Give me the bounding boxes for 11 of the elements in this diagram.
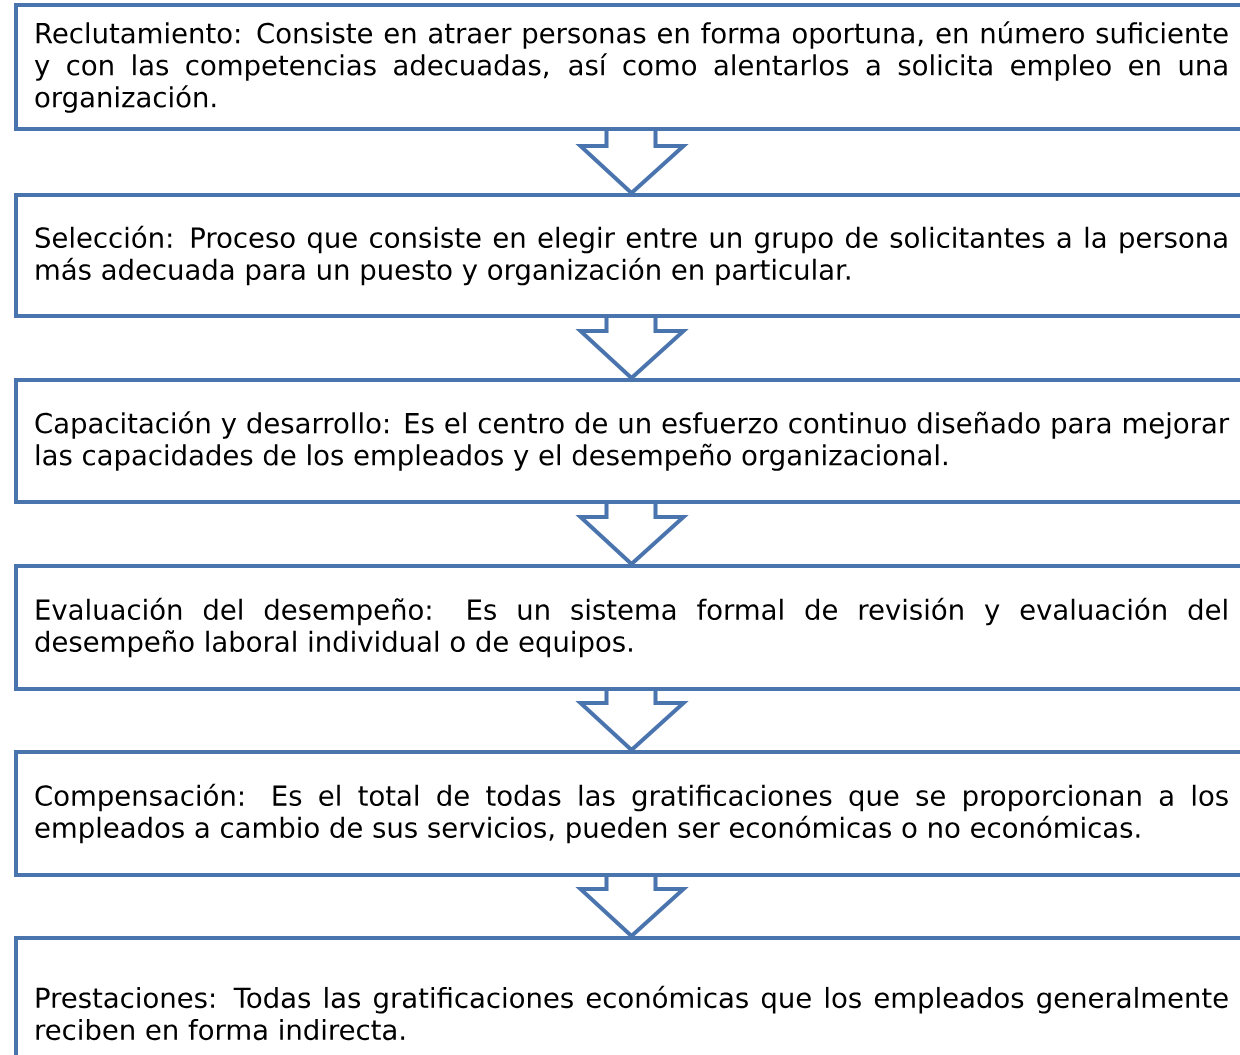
block-arrow bbox=[575, 689, 689, 753]
block-arrow bbox=[575, 875, 689, 939]
process-box: Selección: Proceso que consiste en elegir entre un grupo de solicitantes a la persona más adecuada para un puesto y organización en particular. bbox=[14, 193, 1240, 318]
process-box: Reclutamiento: Consiste en atraer personas en forma oportuna, en número suficiente y con las competencias adecuadas, así como alentarlos a solicita empleo en una organización. bbox=[14, 3, 1240, 131]
process-box: Prestaciones: Todas las gratificaciones económicas que los empleados generalmente reciben en forma indirecta. bbox=[14, 936, 1240, 1055]
process-box: Capacitación y desarrollo: Es el centro de un esfuerzo continuo diseñado para mejorar las capacidades de los empleados y el desempeño organizacional. bbox=[14, 378, 1240, 504]
block-arrow bbox=[575, 129, 689, 196]
block-arrow bbox=[575, 316, 689, 381]
process-box: Evaluación del desempeño: Es un sistema formal de revisión y evaluación del desempeño laboral individual o de equipos. bbox=[14, 564, 1240, 691]
process-box: Compensación: Es el total de todas las gratificaciones que se proporcionan a los empleados a cambio de sus servicios, pueden ser económicas o no económicas. bbox=[14, 750, 1240, 877]
block-arrow bbox=[575, 502, 689, 567]
